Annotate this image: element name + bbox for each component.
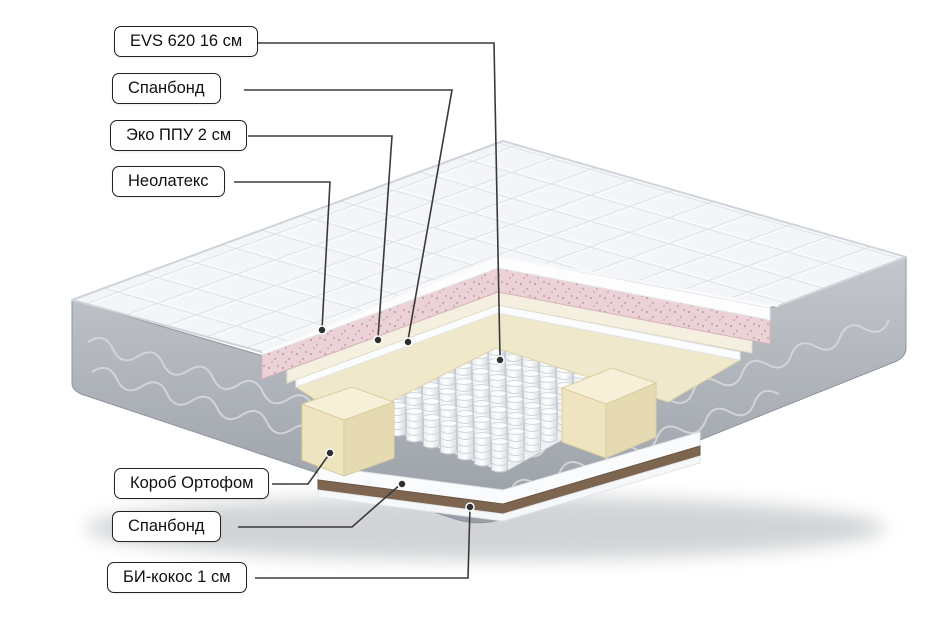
dot-orthofoam bbox=[325, 448, 335, 458]
callout-dots bbox=[317, 325, 505, 512]
dot-neolatex bbox=[317, 325, 327, 335]
label-bicocos: БИ-кокос 1 см bbox=[107, 562, 247, 594]
leader-bicocos bbox=[255, 506, 471, 579]
leader-eco-ppu bbox=[248, 135, 393, 339]
dot-spanbond-bottom bbox=[397, 479, 407, 489]
label-evs-620: EVS 620 16 см bbox=[114, 26, 259, 58]
dot-eco-ppu bbox=[373, 335, 383, 345]
label-spanbond-bottom: Спанбонд bbox=[112, 511, 221, 543]
leader-evs bbox=[250, 42, 501, 359]
dot-bicocos bbox=[465, 502, 475, 512]
label-neolatex: Неолатекс bbox=[112, 166, 225, 198]
leader-spanbond-top bbox=[244, 89, 453, 341]
label-orthofoam: Короб Ортофом bbox=[114, 468, 270, 500]
dot-spanbond-top bbox=[403, 337, 413, 347]
label-eco-ppu: Эко ППУ 2 см bbox=[110, 120, 248, 152]
dot-evs bbox=[495, 355, 505, 365]
label-spanbond-top: Спанбонд bbox=[112, 73, 221, 105]
orthofoam-box-right bbox=[560, 367, 658, 459]
orthofoam-box-left bbox=[300, 386, 396, 477]
mattress-side-walls bbox=[71, 256, 907, 524]
leader-spanbond-bottom bbox=[238, 482, 403, 528]
leader-lines bbox=[234, 42, 501, 579]
bottom-cover-layer bbox=[317, 455, 701, 522]
floor-shadow bbox=[85, 496, 885, 560]
leader-neolatex bbox=[234, 181, 331, 330]
leader-orthofoam bbox=[272, 452, 331, 485]
